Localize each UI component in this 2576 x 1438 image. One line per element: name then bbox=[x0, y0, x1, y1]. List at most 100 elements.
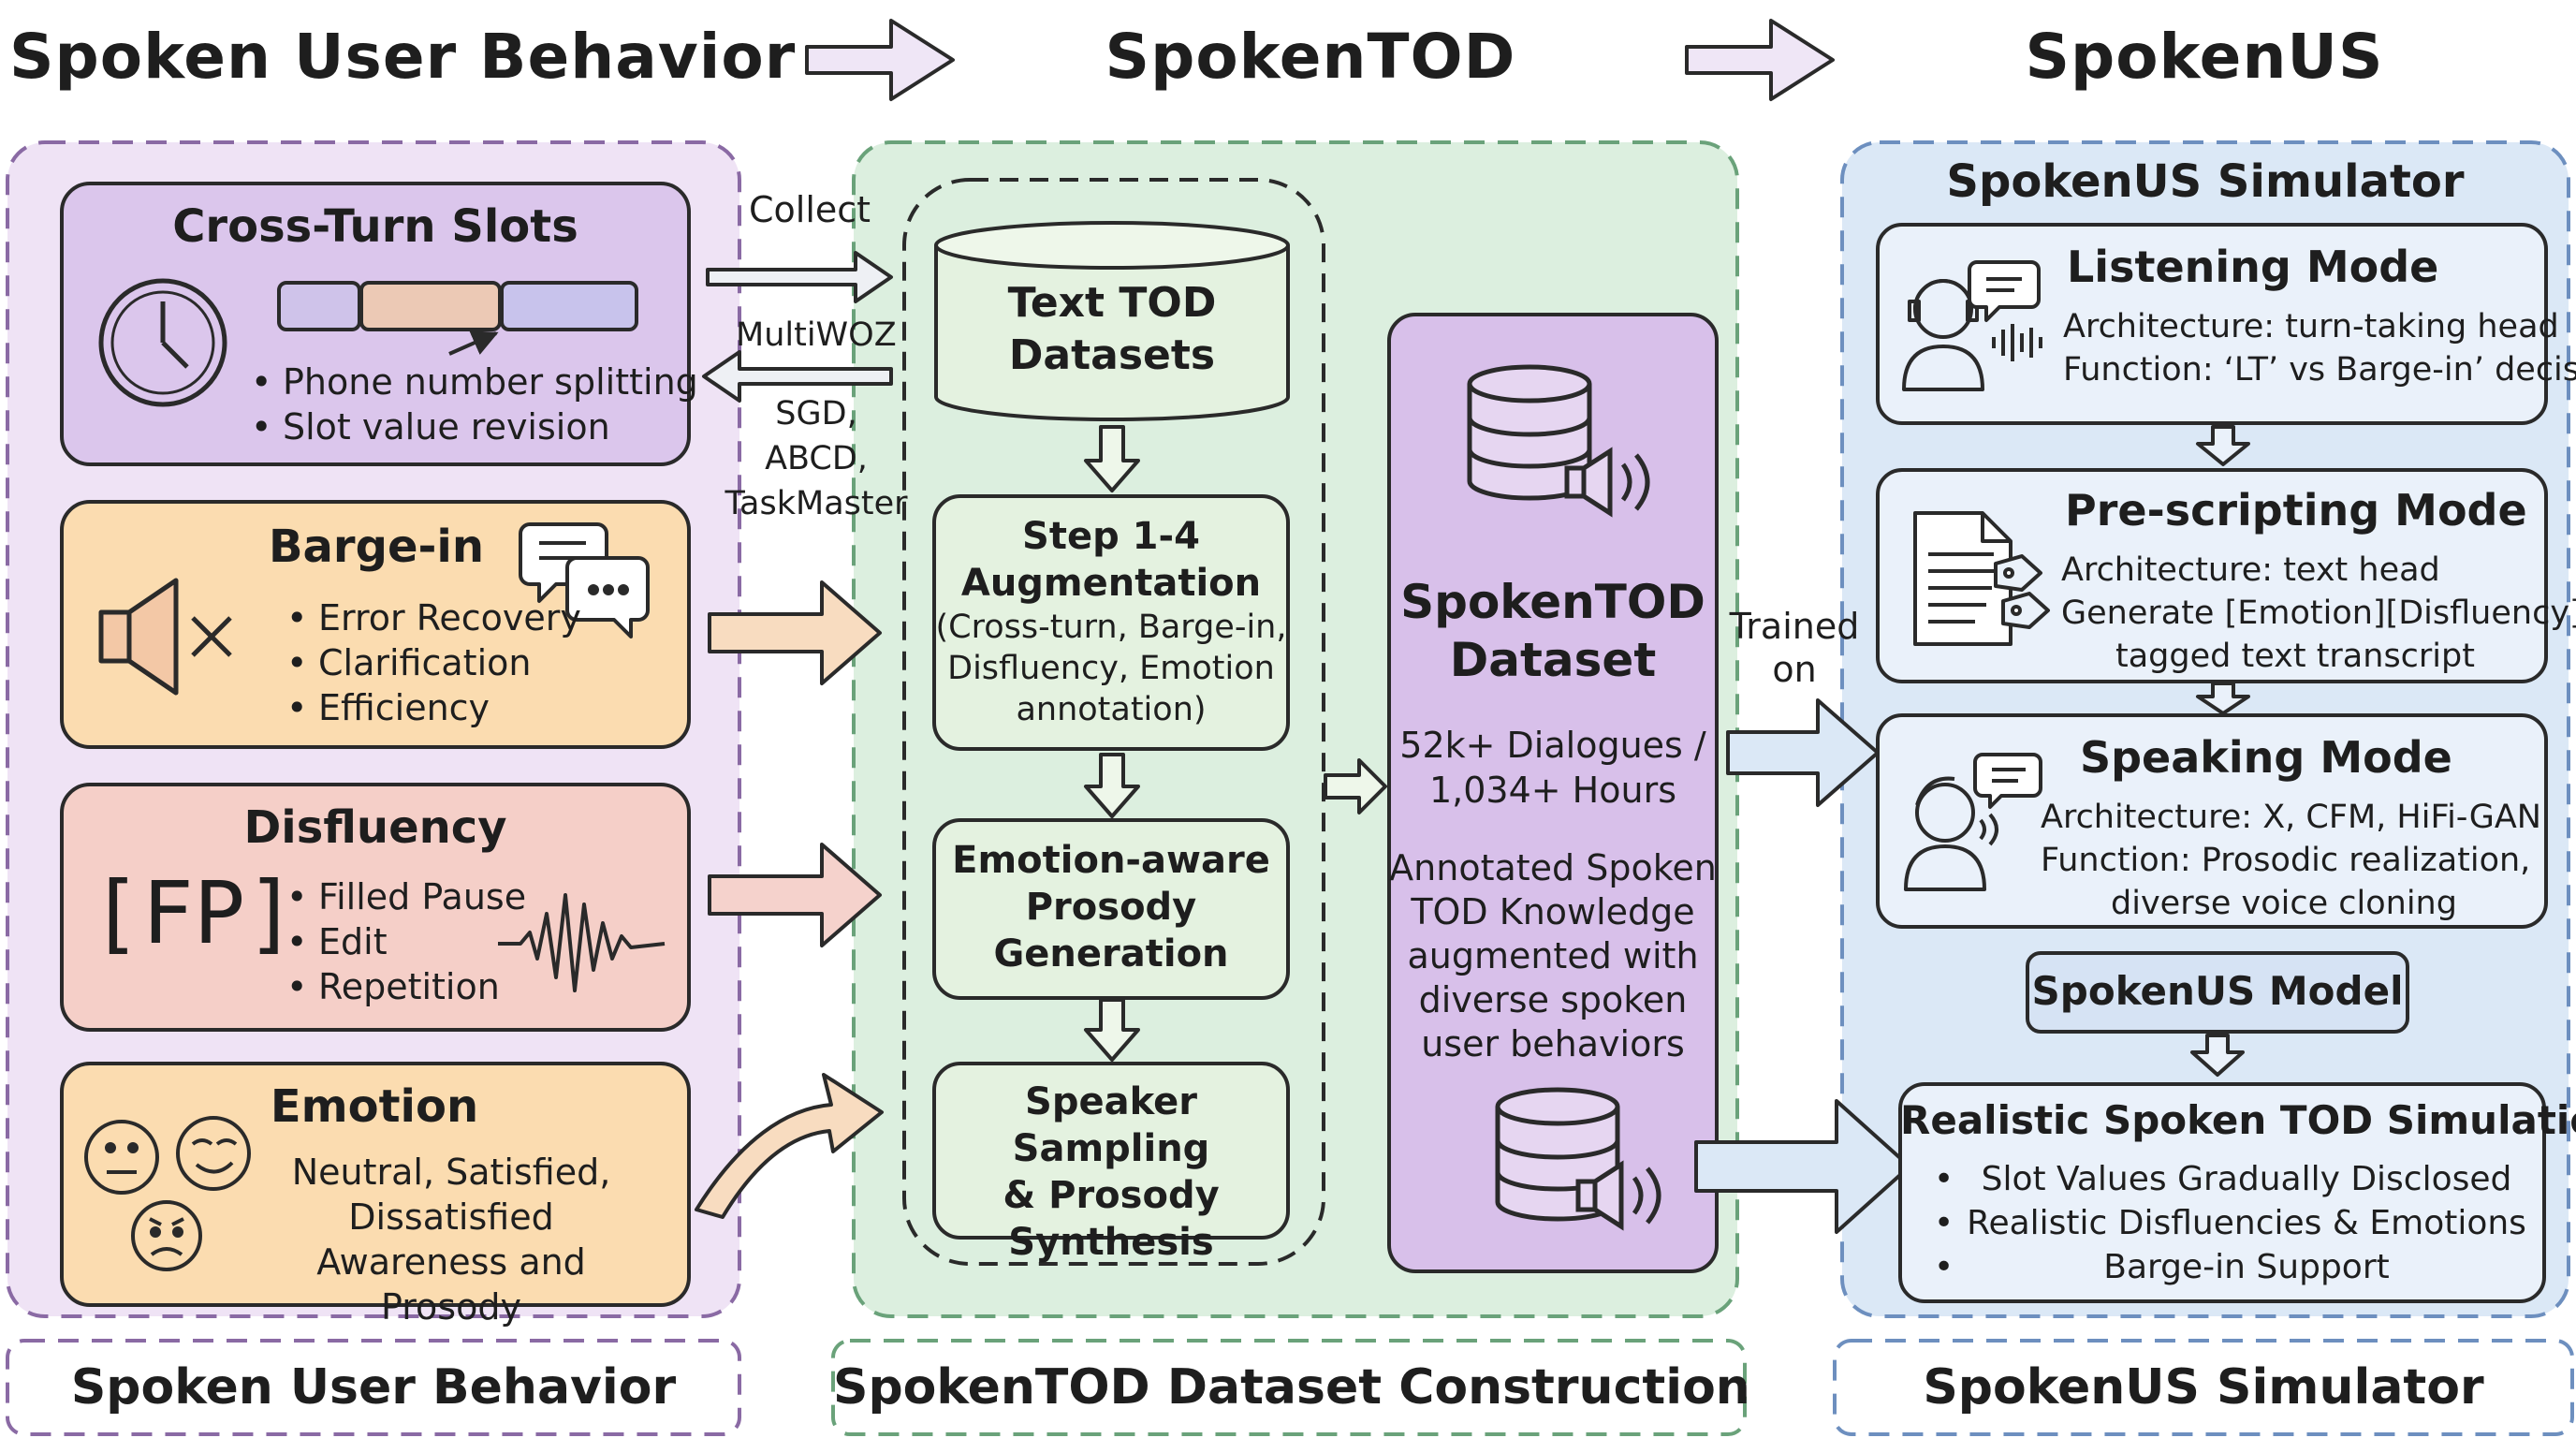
speaker-line: Speaker Sampling bbox=[1012, 1080, 1210, 1170]
down-arrow-2 bbox=[1084, 753, 1140, 818]
source-label: TaskMaster bbox=[724, 485, 908, 522]
dataset-stats-line: 52k+ Dialogues / bbox=[1399, 725, 1706, 766]
speaking-person-icon bbox=[1904, 753, 2042, 891]
cross-turn-bullets: Phone number splitting Slot value revisi… bbox=[245, 360, 698, 449]
header-middle: SpokenTOD bbox=[1105, 21, 1516, 93]
speaking-mode-title: Speaking Mode bbox=[2080, 732, 2452, 783]
dataset-stats: 52k+ Dialogues / 1,034+ Hours bbox=[1389, 723, 1717, 813]
source-multiwoz-label: MultiWOZ bbox=[736, 316, 897, 354]
trained-on-label: Trained on bbox=[1724, 605, 1865, 691]
list-item: Slot Values Gradually Disclosed bbox=[1928, 1157, 2527, 1201]
list-item: Barge-in Support bbox=[1928, 1245, 2527, 1289]
emotion-arrow bbox=[695, 1073, 884, 1219]
dataset-description-line: Annotated Spoken bbox=[1389, 847, 1717, 888]
multiwoz-arrow bbox=[702, 350, 893, 403]
right-down-arrow-3 bbox=[2190, 1034, 2245, 1077]
listening-mode-box bbox=[1876, 223, 2548, 425]
emotion-description: Neutral, Satisfied, Dissatisfied Awarene… bbox=[245, 1150, 657, 1329]
list-item: Clarification bbox=[281, 640, 581, 685]
header-arrow-1 bbox=[805, 19, 955, 101]
speaker-sampling-text: Speaker Sampling & Prosody Synthesis bbox=[934, 1078, 1288, 1266]
barge-in-title: Barge-in bbox=[268, 521, 485, 573]
prosody-line: Emotion-aware bbox=[952, 839, 1270, 882]
prescripting-mode-box bbox=[1876, 468, 2548, 683]
header-arrow-2 bbox=[1685, 19, 1835, 101]
barge-in-arrow bbox=[708, 580, 882, 685]
right-down-arrow-2 bbox=[2196, 682, 2250, 715]
list-item: Slot value revision bbox=[245, 404, 698, 449]
prosody-line: Prosody bbox=[1025, 886, 1197, 929]
listening-line: Architecture: turn-taking head bbox=[2063, 308, 2559, 345]
augmentation-title: Augmentation bbox=[960, 562, 1262, 605]
disfluency-title: Disfluency bbox=[243, 801, 507, 854]
realistic-simulation-bullets: Slot Values Gradually Disclosed Realisti… bbox=[1928, 1157, 2527, 1289]
prescripting-mode-title: Pre-scripting Mode bbox=[2065, 485, 2527, 536]
emotion-line: Neutral, Satisfied, bbox=[291, 1152, 611, 1193]
dataset-description-line: TOD Knowledge bbox=[1411, 891, 1695, 932]
filled-pause-marker: [FP] bbox=[90, 863, 298, 963]
source-datasets-label: SGD, ABCD, TaskMaster bbox=[723, 391, 910, 526]
dissatisfied-face-icon bbox=[131, 1200, 202, 1271]
dataset-description-line: user behaviors bbox=[1421, 1023, 1685, 1064]
speaking-line: diverse voice cloning bbox=[2111, 885, 2457, 922]
collect-arrow bbox=[706, 251, 893, 303]
dataset-to-simulation-arrow bbox=[1694, 1099, 1911, 1234]
dataset-title-line: SpokenTOD bbox=[1400, 575, 1705, 629]
speaker-sampling-box bbox=[932, 1062, 1290, 1240]
right-down-arrow-1 bbox=[2196, 425, 2250, 466]
database-speaker-icon-top bbox=[1467, 364, 1650, 518]
augmentation-detail: annotation) bbox=[1016, 691, 1207, 728]
chat-bubbles-icon bbox=[519, 522, 650, 638]
text-tod-line: Datasets bbox=[1008, 331, 1216, 379]
text-tod-cylinder bbox=[934, 221, 1290, 421]
source-label: ABCD, bbox=[765, 440, 868, 477]
footer-middle: SpokenTOD Dataset Construction bbox=[833, 1359, 1750, 1416]
database-speaker-icon-bottom bbox=[1495, 1087, 1661, 1231]
document-tags-icon bbox=[1913, 511, 2050, 646]
list-item: Filled Pause bbox=[281, 874, 526, 919]
satisfied-face-icon bbox=[176, 1116, 251, 1191]
emotion-line: Awareness and Prosody bbox=[316, 1241, 586, 1328]
spokentod-dataset-box bbox=[1387, 313, 1719, 1273]
down-arrow-1 bbox=[1084, 425, 1140, 492]
disfluency-bullets: Filled Pause Edit Repetition bbox=[281, 874, 526, 1009]
emotion-line: Dissatisfied bbox=[348, 1196, 554, 1238]
dataset-title-line: Dataset bbox=[1449, 633, 1657, 687]
list-item: Phone number splitting bbox=[245, 360, 698, 404]
emotion-title: Emotion bbox=[270, 1080, 479, 1133]
dataset-description-line: diverse spoken bbox=[1418, 979, 1688, 1020]
left-footer-box bbox=[6, 1339, 741, 1436]
prosody-line: Generation bbox=[993, 932, 1229, 976]
augmentation-detail: (Cross-turn, Barge-in, bbox=[935, 609, 1287, 646]
dataset-title: SpokenTOD Dataset bbox=[1389, 573, 1717, 689]
clock-icon bbox=[98, 278, 227, 407]
speaking-line: Function: Prosodic realization, bbox=[2041, 842, 2531, 879]
speaking-mode-box bbox=[1876, 713, 2548, 929]
neutral-face-icon bbox=[84, 1120, 159, 1195]
dataset-description-line: augmented with bbox=[1407, 935, 1699, 976]
list-item: Edit bbox=[281, 919, 526, 964]
dataset-description: Annotated Spoken TOD Knowledge augmented… bbox=[1389, 846, 1717, 1066]
text-tod-datasets-label: Text TOD Datasets bbox=[936, 277, 1288, 382]
realistic-simulation-title: Realistic Spoken TOD Simulation bbox=[1900, 1097, 2576, 1143]
pipeline-to-dataset-arrow bbox=[1324, 758, 1387, 814]
listening-mode-details: Architecture: turn-taking head Function:… bbox=[2063, 305, 2576, 391]
collect-label: Collect bbox=[749, 189, 871, 230]
trained-on-arrow bbox=[1726, 698, 1880, 807]
speaker-line: Synthesis bbox=[1008, 1221, 1214, 1264]
prescripting-line: tagged text transcript bbox=[2115, 638, 2475, 675]
listening-person-icon bbox=[1902, 260, 2042, 391]
header-left: Spoken User Behavior bbox=[9, 21, 797, 93]
footer-left: Spoken User Behavior bbox=[70, 1359, 677, 1416]
disfluency-arrow bbox=[708, 843, 882, 947]
cross-turn-title: Cross-Turn Slots bbox=[172, 200, 578, 253]
down-arrow-3 bbox=[1084, 998, 1140, 1062]
prosody-generation-text: Emotion-aware Prosody Generation bbox=[934, 837, 1288, 977]
barge-in-bullets: Error Recovery Clarification Efficiency bbox=[281, 595, 581, 730]
middle-footer-box bbox=[831, 1339, 1747, 1436]
augmentation-box bbox=[932, 494, 1290, 751]
spokenus-model-label: SpokenUS Model bbox=[2031, 968, 2404, 1014]
speaker-line: & Prosody bbox=[1003, 1174, 1220, 1217]
slot-segments-icon bbox=[277, 281, 638, 356]
